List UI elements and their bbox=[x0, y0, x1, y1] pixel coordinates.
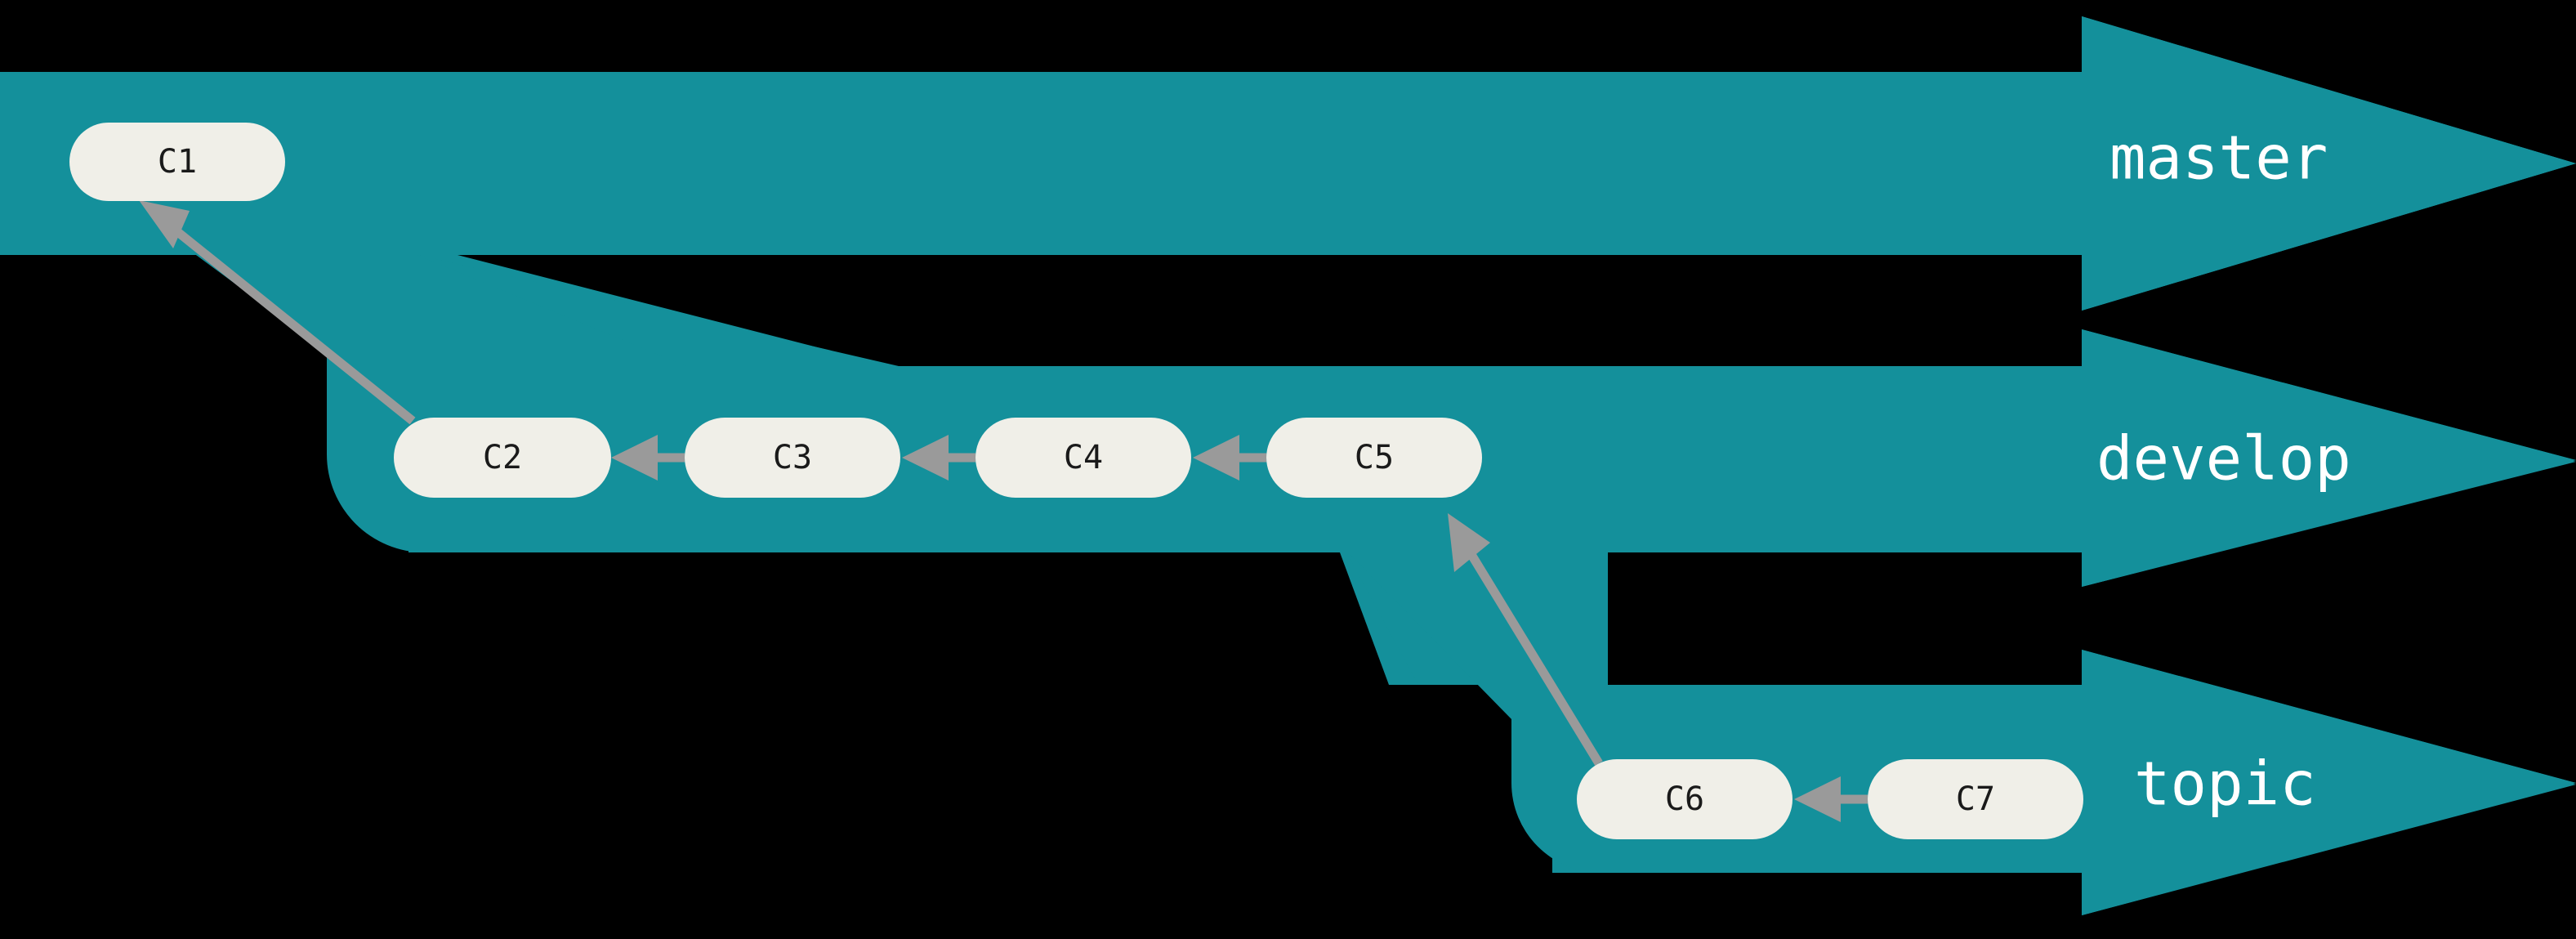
edge-c4-c3 bbox=[902, 435, 975, 481]
edge-c3-c2 bbox=[611, 435, 685, 481]
commit-node-c5[interactable]: C5 bbox=[1266, 418, 1482, 498]
branch-labels: master develop topic bbox=[2096, 123, 2351, 820]
edge-c6-c5-arrowhead bbox=[1448, 513, 1490, 572]
commit-c5-box bbox=[1266, 418, 1482, 498]
edge-c7-c6-arrowhead bbox=[1794, 776, 1841, 822]
edge-c2-c1-line bbox=[163, 219, 416, 425]
commit-c1-box bbox=[69, 123, 285, 201]
commit-c3-box bbox=[685, 418, 900, 498]
develop-arrowhead-overlay bbox=[2082, 329, 2576, 587]
master-band-overlay bbox=[0, 72, 2082, 255]
commit-node-c7[interactable]: C7 bbox=[1868, 759, 2083, 839]
develop-elbow bbox=[196, 255, 686, 552]
edge-c7-c6 bbox=[1794, 776, 1868, 822]
edge-c2-c1 bbox=[139, 200, 416, 425]
edge-c6-c5-line bbox=[1464, 547, 1603, 766]
commit-c6-box bbox=[1577, 759, 1792, 839]
commit-c4-box bbox=[975, 418, 1191, 498]
commit-node-c3[interactable]: C3 bbox=[685, 418, 900, 498]
commit-c5-label: C5 bbox=[1355, 439, 1394, 476]
topic-elbow bbox=[1348, 552, 1642, 873]
commit-c2-label: C2 bbox=[483, 439, 522, 476]
edge-c4-c3-arrowhead bbox=[902, 435, 949, 481]
commit-c4-label: C4 bbox=[1064, 439, 1103, 476]
commit-node-c1[interactable]: C1 bbox=[69, 123, 285, 201]
commit-c7-label: C7 bbox=[1956, 780, 1995, 818]
branch-label-develop[interactable]: develop bbox=[2096, 424, 2351, 494]
commit-nodes: C1 C2 C3 C4 C5 C6 bbox=[69, 123, 2083, 839]
edge-c2-c1-arrowhead bbox=[139, 200, 190, 248]
branch-label-topic[interactable]: topic bbox=[2134, 749, 2316, 820]
fork-shoulders bbox=[196, 255, 1642, 873]
commit-c3-label: C3 bbox=[773, 439, 812, 476]
topic-arrowhead-overlay bbox=[2082, 650, 2576, 915]
commit-c2-box bbox=[394, 418, 611, 498]
edge-c5-c4-arrowhead bbox=[1193, 435, 1239, 481]
edge-c5-c4 bbox=[1193, 435, 1266, 481]
commit-node-c4[interactable]: C4 bbox=[975, 418, 1191, 498]
edge-c3-c2-arrowhead bbox=[611, 435, 658, 481]
commit-c1-label: C1 bbox=[158, 143, 197, 181]
commit-c7-box bbox=[1868, 759, 2083, 839]
commit-node-c2[interactable]: C2 bbox=[394, 418, 611, 498]
branch-label-master[interactable]: master bbox=[2109, 123, 2328, 194]
commit-c6-label: C6 bbox=[1665, 780, 1704, 818]
edge-c6-c5 bbox=[1448, 513, 1603, 766]
commit-node-c6[interactable]: C6 bbox=[1577, 759, 1792, 839]
master-arrowhead-overlay bbox=[2082, 16, 2576, 311]
commit-edges bbox=[139, 200, 1868, 822]
